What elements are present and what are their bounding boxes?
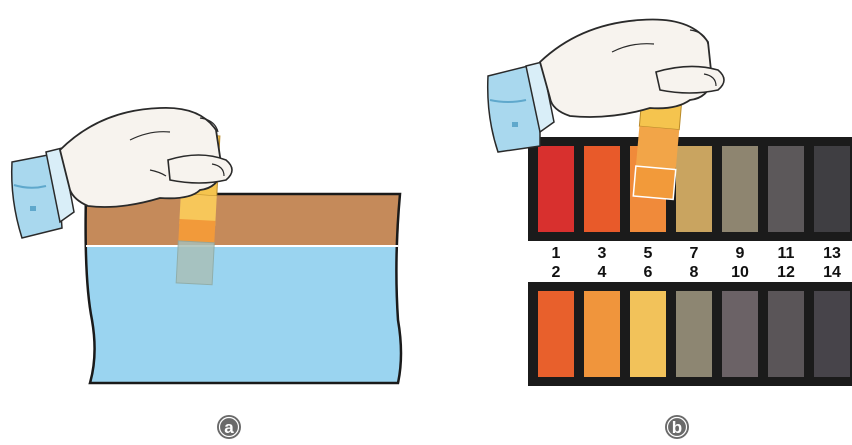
ph-swatch-top-9 — [722, 146, 758, 232]
ph-number-10: 10 — [731, 264, 749, 281]
ph-number-4: 4 — [598, 264, 607, 281]
ph-number-1: 1 — [552, 245, 561, 262]
ph-number-7: 7 — [690, 245, 699, 262]
ph-swatch-bottom-6 — [630, 291, 666, 377]
ph-swatch-bottom-2 — [538, 291, 574, 377]
cufflink-icon — [30, 206, 36, 211]
ph-swatch-bottom-14 — [814, 291, 850, 377]
ph-swatch-bottom-12 — [768, 291, 804, 377]
ph-number-12: 12 — [777, 264, 795, 281]
ph-swatch-top-3 — [584, 146, 620, 232]
color-chart-top-row — [538, 146, 850, 232]
ph-number-5: 5 — [644, 245, 653, 262]
ph-number-14: 14 — [823, 264, 841, 281]
ph-swatch-bottom-4 — [584, 291, 620, 377]
panel-label-b: b — [665, 415, 689, 439]
ph-number-2: 2 — [552, 264, 561, 281]
ph-number-8: 8 — [690, 264, 699, 281]
ph-number-13: 13 — [823, 245, 841, 262]
cufflink-icon-b — [512, 122, 518, 127]
ph-number-6: 6 — [644, 264, 653, 281]
ph-swatch-top-13 — [814, 146, 850, 232]
ph-numbers-bottom: 2 4 6 8 10 12 14 — [552, 264, 841, 281]
ph-number-9: 9 — [736, 245, 745, 262]
ph-number-3: 3 — [598, 245, 607, 262]
beaker — [86, 194, 402, 383]
hand-icon-b — [488, 19, 724, 152]
color-chart-bottom-row — [538, 291, 850, 377]
ph-swatch-bottom-10 — [722, 291, 758, 377]
ph-swatch-top-11 — [768, 146, 804, 232]
bottom-liquid-layer — [86, 246, 402, 383]
ph-number-11: 11 — [778, 245, 795, 262]
ph-swatch-top-7 — [676, 146, 712, 232]
ph-swatch-top-1 — [538, 146, 574, 232]
panel-label-b-text: b — [672, 418, 682, 437]
panel-label-a-text: a — [224, 418, 234, 437]
panel-label-a: a — [217, 415, 241, 439]
ph-swatch-bottom-8 — [676, 291, 712, 377]
panel-a: a — [12, 108, 402, 439]
